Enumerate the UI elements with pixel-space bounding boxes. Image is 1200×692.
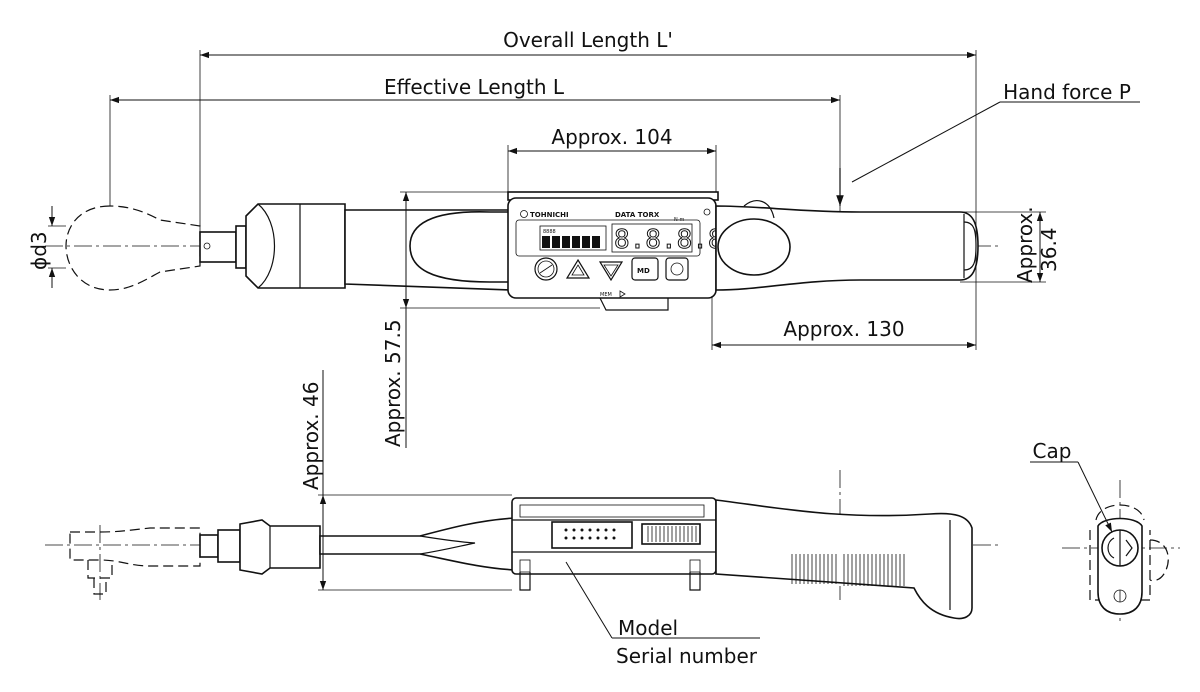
main-readout: 8.8.8.8 <box>614 225 724 255</box>
approx-36-4-label-line1: Approx. <box>1013 206 1037 283</box>
md-button-label: MD <box>637 267 650 275</box>
top-view: TOHNICHI DATA TORX N-m 8888 8.8.8.8 MD M… <box>45 191 1000 311</box>
up-triangle-button-icon[interactable] <box>565 258 591 279</box>
top-dimensions <box>48 50 1140 448</box>
clear-button-icon[interactable] <box>665 257 689 281</box>
mem-label: MEM <box>600 292 612 298</box>
model-label-panel <box>551 521 633 549</box>
end-view <box>1030 461 1180 625</box>
hex-nut <box>245 203 346 289</box>
cap-label: Cap <box>1033 439 1072 463</box>
side-ratchet-head <box>69 527 201 567</box>
connector-ring <box>235 225 247 269</box>
shaft-taper <box>409 211 511 283</box>
ratchet-head-outline <box>65 205 201 291</box>
side-connector <box>239 519 321 575</box>
brand-logo-icon <box>520 210 528 218</box>
grip-texture <box>791 554 905 586</box>
down-triangle-button-icon[interactable] <box>598 261 624 282</box>
overall-length-label: Overall Length L' <box>503 28 673 52</box>
md-button-icon[interactable] <box>631 257 659 281</box>
grip-window <box>717 218 791 276</box>
hand-force-label: Hand force P <box>1003 80 1131 104</box>
serial-number-label: Serial number <box>616 644 758 668</box>
keypad-dots <box>564 528 616 540</box>
effective-length-label: Effective Length L <box>384 75 565 99</box>
product-name: DATA TORX <box>615 211 660 219</box>
model-label: Model <box>618 616 678 640</box>
side-view <box>45 370 1000 639</box>
approx-130-label: Approx. 130 <box>783 317 904 341</box>
head-joint <box>199 231 237 263</box>
side-shaft <box>319 517 516 571</box>
small-readout: 8888 <box>543 229 556 235</box>
approx-46-label: Approx. 46 <box>299 382 323 490</box>
approx-104-label: Approx. 104 <box>551 125 672 149</box>
serial-grille <box>641 523 701 545</box>
grip-handle <box>715 205 979 291</box>
small-bar-segments <box>542 236 600 248</box>
approx-57-5-label: Approx. 57.5 <box>381 319 405 447</box>
approx-36-4-label-line2: 36.4 <box>1037 227 1061 272</box>
phi-d3-label: ϕd3 <box>27 231 51 270</box>
power-button-icon[interactable] <box>534 257 558 281</box>
side-joint <box>199 534 219 558</box>
brand-name: TOHNICHI <box>530 211 569 219</box>
